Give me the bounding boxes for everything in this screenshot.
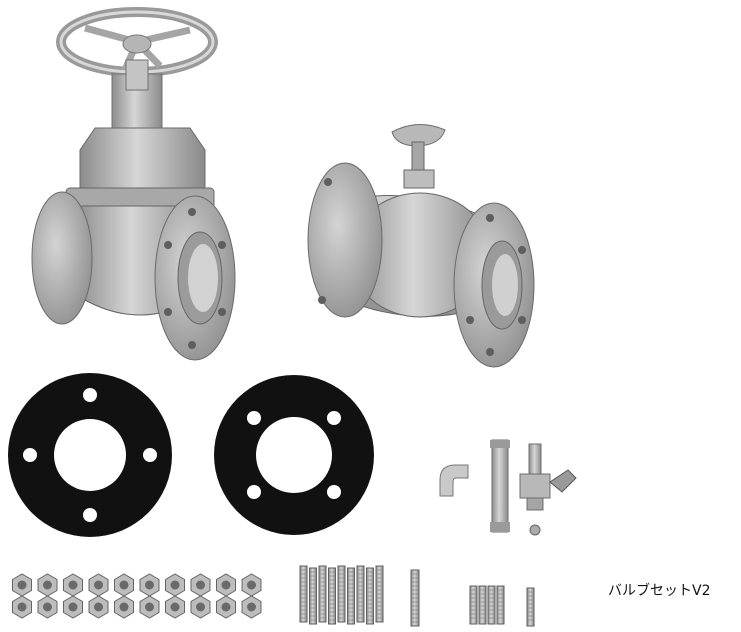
hex-nut-hole xyxy=(196,602,205,612)
gasket-ring-icon xyxy=(214,375,374,535)
hex-nut-hole xyxy=(94,602,103,612)
hex-nut-hole xyxy=(145,602,154,612)
hex-nut-hole xyxy=(170,602,180,612)
hex-nut-hole xyxy=(94,580,103,590)
stud-bolt xyxy=(487,585,496,625)
hex-nut-hole xyxy=(221,602,231,612)
hex-nut-hole xyxy=(43,602,52,612)
globe-valve-icon xyxy=(307,124,535,368)
stud-bolt xyxy=(526,587,535,627)
hex-nut-hole xyxy=(119,602,129,612)
hex-nut-hole xyxy=(196,580,205,590)
hex-nut-hole xyxy=(221,580,231,590)
stud-bolt xyxy=(496,585,505,625)
gasket-ring-icon xyxy=(8,373,172,537)
pipe-fitting-icon xyxy=(439,439,577,536)
hex-nut-hole xyxy=(68,580,78,590)
hex-nut-hole xyxy=(43,580,52,590)
hex-nut-hole xyxy=(17,602,27,612)
hex-nut-hole xyxy=(247,602,256,612)
hex-nut-hole xyxy=(247,580,256,590)
hex-nut-hole xyxy=(145,580,154,590)
hex-nut-hole xyxy=(17,580,27,590)
hex-nut-icon xyxy=(12,573,262,619)
hex-nut-hole xyxy=(170,580,180,590)
hex-nut-hole xyxy=(68,602,78,612)
stud-bolt xyxy=(478,585,487,625)
gate-valve-icon xyxy=(31,7,236,361)
product-caption: バルブセットV2 xyxy=(608,583,711,599)
hex-nut-hole xyxy=(119,580,129,590)
stud-bolt-icon xyxy=(299,565,420,627)
stud-bolt-icon xyxy=(469,585,535,627)
stud-bolt xyxy=(469,585,478,625)
